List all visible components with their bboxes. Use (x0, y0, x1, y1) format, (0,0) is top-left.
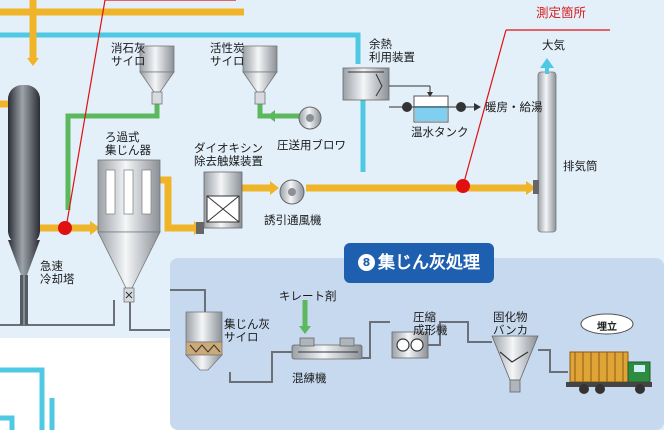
white-corner (0, 338, 190, 430)
lime-silo-label: 消石灰 サイロ (111, 41, 146, 68)
arrow-icon (27, 58, 39, 66)
quench-tower (8, 85, 40, 325)
silo-icon (139, 45, 175, 105)
landfill-badge (580, 313, 634, 335)
blower-icon (298, 106, 322, 130)
silo-icon (242, 45, 278, 105)
arrow-icon (90, 221, 100, 235)
fly-ash-silo-label: 集じん灰 サイロ (224, 317, 270, 344)
bunker-icon (491, 335, 539, 393)
solidified-bunker-label: 固化物 バンカ (493, 310, 529, 337)
induced-fan-label: 誘引通風機 (264, 213, 322, 227)
heat-exchanger-icon (342, 67, 390, 101)
ash-lines (0, 289, 568, 383)
up-arrow-icon (540, 58, 554, 68)
arrow-icon (267, 110, 275, 122)
water-lines (0, 32, 366, 430)
landfill-label: 埋立 (597, 322, 617, 333)
blower-icon (279, 179, 305, 205)
arrow-icon (526, 181, 536, 195)
activated-carbon-silo-label: 活性炭 サイロ (210, 41, 245, 68)
truck-icon (566, 351, 652, 394)
waste-heat-device-label: 余熱 利用装置 (369, 37, 415, 64)
stack-icon (533, 58, 557, 233)
chelate-agent-label: キレート剤 (279, 289, 337, 303)
compression-molder-icon (391, 331, 429, 359)
filter-icon (97, 159, 161, 303)
measurement-indicator (58, 0, 610, 235)
pump-icon (389, 102, 481, 112)
catalyst-icon (196, 171, 243, 234)
measurement-point-marker (456, 179, 470, 193)
silo-icon (185, 311, 223, 371)
stack-label: 排気筒 (563, 159, 598, 173)
section-number: 8 (358, 254, 375, 271)
kneader-label: 混練機 (292, 371, 327, 385)
measurement-point-marker (58, 221, 72, 235)
dioxin-catalyst-label: ダイオキシン 除去触媒装置 (194, 141, 263, 168)
chemical-lines (65, 104, 308, 326)
arrow-icon (270, 181, 279, 195)
hot-water-tank-label: 温水タンク (411, 125, 469, 139)
compression-molder-label: 圧縮 成形機 (413, 310, 448, 337)
quench-tower-label: 急速 冷却塔 (40, 259, 75, 286)
atmosphere-label: 大気 (542, 38, 565, 52)
bag-filter-label: ろ過式 集じん器 (105, 130, 151, 157)
tank-icon (389, 85, 449, 123)
kneader-icon (291, 337, 363, 360)
heating-hot-water-label: 暖房・給湯 (485, 100, 543, 114)
section-title: 集じん灰処理 (378, 253, 480, 273)
pressure-blower-label: 圧送用ブロワ (277, 138, 346, 152)
measurement-point-label: 測定箇所 (536, 5, 587, 20)
arrow-icon (299, 326, 311, 334)
